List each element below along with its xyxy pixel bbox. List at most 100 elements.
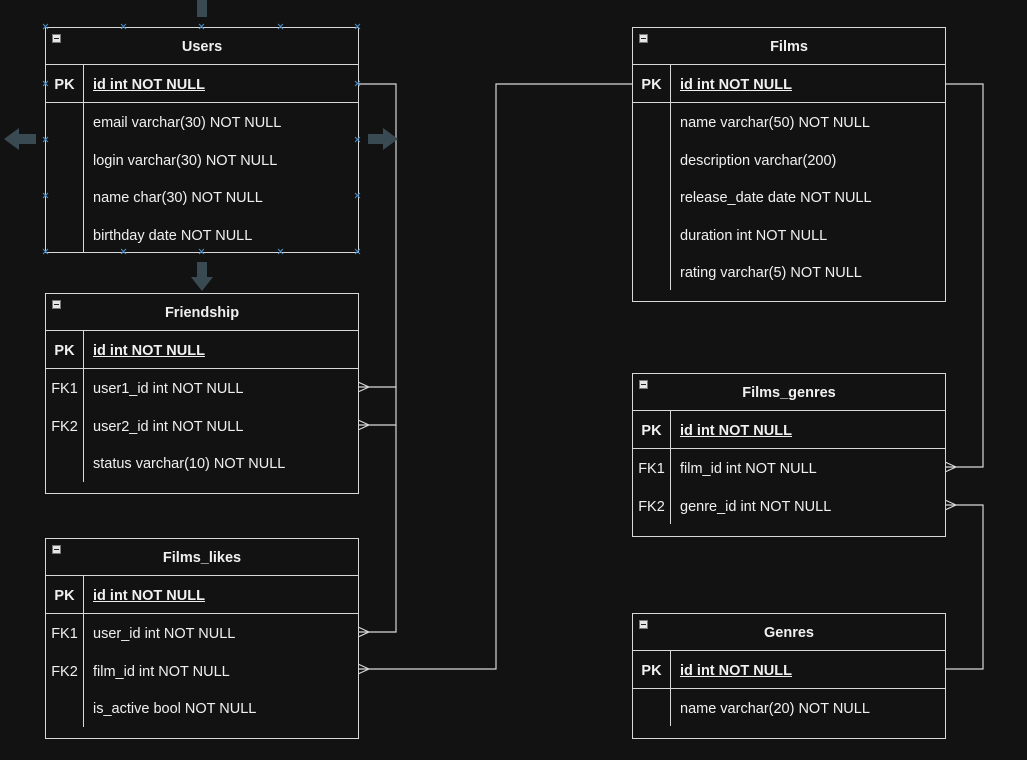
- connector-users-friendship-user2: [358, 387, 397, 426]
- field-row[interactable]: FK2 user2_id int NOT NULL: [46, 407, 358, 445]
- crowfoot-friendship-user1: [357, 381, 370, 393]
- column-divider: [670, 651, 671, 726]
- primary-key-row[interactable]: PK id int NOT NULL: [46, 576, 358, 614]
- table-title: Films: [770, 39, 808, 55]
- field-label: status varchar(10) NOT NULL: [93, 456, 286, 472]
- connector-films-films-genres: [945, 83, 984, 468]
- connector-films-films-likes: [358, 83, 633, 670]
- collapse-icon[interactable]: [639, 620, 648, 629]
- table-title: Films_likes: [162, 550, 242, 566]
- field-label: name varchar(20) NOT NULL: [680, 701, 870, 717]
- field-label: user1_id int NOT NULL: [93, 381, 244, 397]
- field-label: id int NOT NULL: [93, 588, 205, 604]
- field-label: id int NOT NULL: [680, 663, 792, 679]
- table-users[interactable]: Users PK id int NOT NULL email varchar(3…: [45, 27, 359, 253]
- field-label: email varchar(30) NOT NULL: [93, 115, 282, 131]
- field-label: film_id int NOT NULL: [680, 461, 817, 477]
- connector-users-friendship-user1: [358, 83, 397, 388]
- key-label: PK: [54, 588, 75, 604]
- hover-arrow-up: [197, 0, 207, 17]
- table-header: Genres: [633, 614, 945, 651]
- column-divider: [83, 65, 84, 252]
- key-label: FK1: [638, 461, 665, 477]
- collapse-icon[interactable]: [639, 380, 648, 389]
- primary-key-row[interactable]: PK id int NOT NULL: [633, 65, 945, 103]
- field-label: id int NOT NULL: [93, 343, 205, 359]
- field-label: is_active bool NOT NULL: [93, 701, 257, 717]
- field-row[interactable]: duration int NOT NULL: [633, 216, 945, 254]
- crowfoot-friendship-user2: [357, 419, 370, 431]
- field-row[interactable]: name varchar(20) NOT NULL: [633, 689, 945, 727]
- crowfoot-films-likes-film: [357, 663, 370, 675]
- key-label: PK: [641, 423, 662, 439]
- column-divider: [670, 65, 671, 290]
- table-header: Films_likes: [46, 539, 358, 576]
- field-label: name char(30) NOT NULL: [93, 190, 263, 206]
- key-label: FK2: [51, 418, 78, 435]
- field-row[interactable]: status varchar(10) NOT NULL: [46, 444, 358, 482]
- primary-key-row[interactable]: PK id int NOT NULL: [46, 331, 358, 369]
- hover-arrow-left: [4, 128, 36, 150]
- column-divider: [83, 576, 84, 727]
- field-label: genre_id int NOT NULL: [680, 498, 832, 515]
- field-row[interactable]: login varchar(30) NOT NULL: [46, 141, 358, 179]
- primary-key-row[interactable]: PK id int NOT NULL: [633, 651, 945, 689]
- collapse-icon[interactable]: [52, 34, 61, 43]
- key-label: PK: [54, 77, 75, 93]
- field-label: user2_id int NOT NULL: [93, 418, 244, 435]
- field-row[interactable]: rating varchar(5) NOT NULL: [633, 253, 945, 291]
- field-row[interactable]: FK1 film_id int NOT NULL: [633, 449, 945, 487]
- field-label: duration int NOT NULL: [680, 227, 828, 244]
- crowfoot-films-genres-film: [944, 461, 957, 473]
- table-title: Users: [181, 39, 223, 55]
- hover-arrow-right: [368, 128, 398, 150]
- field-label: film_id int NOT NULL: [93, 663, 230, 680]
- table-title: Friendship: [164, 305, 240, 321]
- primary-key-row[interactable]: PK id int NOT NULL: [633, 411, 945, 449]
- crowfoot-films-likes-user: [357, 626, 370, 638]
- field-row[interactable]: name char(30) NOT NULL: [46, 178, 358, 216]
- field-row[interactable]: FK2 genre_id int NOT NULL: [633, 487, 945, 525]
- primary-key-row[interactable]: PK id int NOT NULL: [46, 65, 358, 103]
- field-label: description varchar(200): [680, 152, 837, 169]
- connector-users-films-likes: [358, 425, 397, 633]
- table-header: Users: [46, 28, 358, 65]
- field-label: birthday date NOT NULL: [93, 227, 253, 244]
- key-label: FK1: [51, 626, 78, 642]
- field-label: id int NOT NULL: [93, 77, 205, 93]
- field-row[interactable]: email varchar(30) NOT NULL: [46, 103, 358, 141]
- table-title: Genres: [764, 625, 814, 641]
- key-label: PK: [641, 77, 662, 93]
- key-label: FK2: [51, 663, 78, 680]
- key-label: PK: [54, 343, 75, 359]
- collapse-icon[interactable]: [639, 34, 648, 43]
- table-genres[interactable]: Genres PK id int NOT NULL name varchar(2…: [632, 613, 946, 739]
- table-films[interactable]: Films PK id int NOT NULL name varchar(50…: [632, 27, 946, 302]
- field-row[interactable]: release_date date NOT NULL: [633, 178, 945, 216]
- key-label: PK: [641, 663, 662, 679]
- table-films-genres[interactable]: Films_genres PK id int NOT NULL FK1 film_…: [632, 373, 946, 537]
- column-divider: [83, 331, 84, 482]
- field-row[interactable]: FK2 film_id int NOT NULL: [46, 652, 358, 690]
- table-header: Films_genres: [633, 374, 945, 411]
- field-row[interactable]: is_active bool NOT NULL: [46, 689, 358, 727]
- field-row[interactable]: description varchar(200): [633, 141, 945, 179]
- key-label: FK2: [638, 498, 665, 515]
- crowfoot-films-genres-genre: [944, 499, 957, 511]
- field-label: rating varchar(5) NOT NULL: [680, 265, 862, 281]
- field-label: id int NOT NULL: [680, 423, 792, 439]
- table-header: Films: [633, 28, 945, 65]
- field-row[interactable]: name varchar(50) NOT NULL: [633, 103, 945, 141]
- field-row[interactable]: birthday date NOT NULL: [46, 216, 358, 254]
- collapse-icon[interactable]: [52, 545, 61, 554]
- hover-arrow-down: [191, 262, 213, 291]
- collapse-icon[interactable]: [52, 300, 61, 309]
- connector-genres-films-genres: [945, 504, 984, 670]
- field-label: login varchar(30) NOT NULL: [93, 152, 278, 169]
- field-label: name varchar(50) NOT NULL: [680, 115, 870, 131]
